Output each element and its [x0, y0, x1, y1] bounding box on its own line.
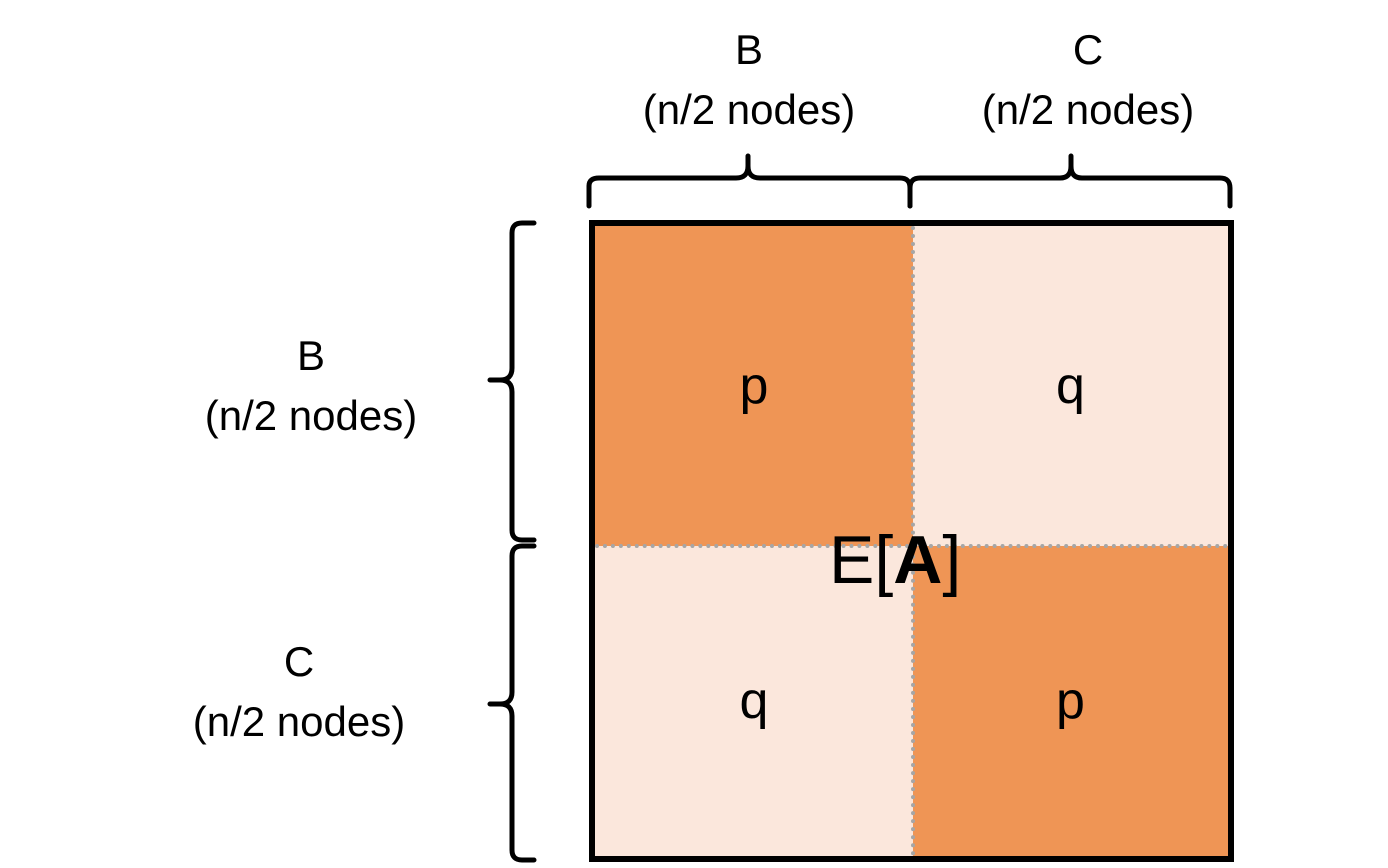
column-header-c: C (n/2 nodes): [938, 20, 1238, 140]
cell-c-b: q: [595, 546, 913, 856]
row-header-b: B (n/2 nodes): [161, 326, 461, 446]
expected-adjacency-matrix: p q q p: [589, 220, 1234, 862]
row-c-brace: [487, 543, 537, 863]
column-header-b-name: B: [734, 26, 763, 73]
cell-c-b-value: q: [739, 672, 769, 730]
row-b-brace: [487, 220, 537, 543]
matrix-label-symbol: A: [893, 522, 943, 598]
column-header-b: B (n/2 nodes): [599, 20, 899, 140]
column-c-brace: [907, 153, 1233, 209]
cell-b-c-value: q: [1056, 357, 1085, 415]
cell-c-c-value: p: [1056, 672, 1085, 730]
cell-b-c: q: [913, 226, 1228, 546]
horizontal-divider: [595, 544, 1228, 548]
column-b-brace: [586, 153, 913, 209]
row-header-b-name: B: [296, 332, 325, 379]
column-header-c-name: C: [1072, 26, 1104, 73]
cell-b-b-value: p: [739, 357, 769, 415]
row-header-c-name: C: [283, 638, 315, 685]
matrix-label-prefix: E[: [829, 522, 894, 598]
column-header-c-size: (n/2 nodes): [981, 86, 1195, 133]
row-header-c: C (n/2 nodes): [149, 632, 449, 752]
column-header-b-size: (n/2 nodes): [642, 86, 856, 133]
matrix-label: E[A]: [829, 505, 961, 615]
row-header-b-size: (n/2 nodes): [204, 392, 418, 439]
cell-b-b: p: [595, 226, 913, 546]
cell-c-c: p: [913, 546, 1228, 856]
vertical-divider: [911, 226, 915, 856]
row-header-c-size: (n/2 nodes): [192, 698, 406, 745]
matrix-label-suffix: ]: [942, 522, 962, 598]
